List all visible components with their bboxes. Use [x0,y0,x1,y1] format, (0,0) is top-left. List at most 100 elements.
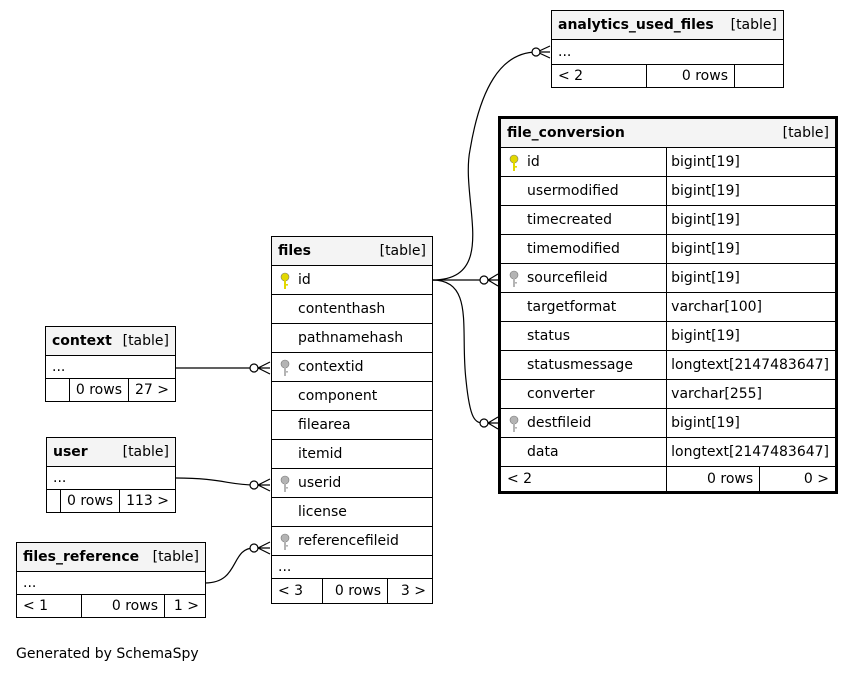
stat-parents[interactable]: < 2 [551,64,647,88]
table-name: file_conversion [507,125,625,141]
stat-children[interactable]: 0 > [759,466,836,492]
edge-files-analytics [431,51,538,281]
stat-parents[interactable] [45,378,70,402]
stat-parents[interactable]: < 1 [16,594,82,618]
stat-children[interactable]: 113 > [119,489,176,513]
column-row[interactable]: usermodified bigint[19] [499,176,836,206]
table-tag: [table] [379,243,426,259]
column-name: usermodified [527,183,619,199]
stat-rows: 0 rows [322,578,388,604]
table-name: user [53,444,88,460]
column-type: longtext[2147483647] [666,350,836,380]
table-name: context [52,333,112,349]
column-row[interactable]: component [271,381,433,411]
edge-end-marker [479,418,489,428]
table-tag: [table] [152,549,199,565]
column-row[interactable]: contextid [271,352,433,382]
column-type: bigint[19] [666,321,836,351]
stat-children[interactable] [734,64,784,88]
column-name: contextid [298,359,364,375]
column-name: filearea [298,417,351,433]
stat-children[interactable]: 27 > [128,378,176,402]
column-type: bigint[19] [666,176,836,206]
column-type: bigint[19] [666,408,836,438]
column-name: status [527,328,571,344]
column-name: component [298,388,378,404]
column-row[interactable]: status bigint[19] [499,321,836,351]
column-type: bigint[19] [666,205,836,235]
table-tag: [table] [122,444,169,460]
edge-end-marker [249,480,259,490]
table-user[interactable]: user [table] ... 0 rows 113 > [46,437,176,513]
column-row[interactable]: timecreated bigint[19] [499,205,836,235]
column-row[interactable]: license [271,497,433,527]
column-type: bigint[19] [666,263,836,293]
stat-parents[interactable]: < 3 [271,578,323,604]
column-type: varchar[255] [666,379,836,409]
edge-end-marker [249,363,259,373]
column-name: itemid [298,446,343,462]
column-name: referencefileid [298,533,399,549]
column-row[interactable]: pathnamehash [271,323,433,353]
column-name: timemodified [527,241,620,257]
stat-rows: 0 rows [68,378,130,402]
column-row[interactable]: contenthash [271,294,433,324]
table-context[interactable]: context [table] ... 0 rows 27 > [45,326,176,402]
stat-rows: 0 rows [81,594,165,618]
column-name: contenthash [298,301,386,317]
column-name: id [298,272,311,288]
column-name: converter [527,386,595,402]
column-name: license [298,504,347,520]
stat-parents[interactable]: < 2 [499,466,668,492]
column-type: bigint[19] [666,234,836,264]
stat-rows: 0 rows [646,64,735,88]
column-row[interactable]: referencefileid [271,526,433,556]
column-row[interactable]: converter varchar[255] [499,379,836,409]
column-type: varchar[100] [666,292,836,322]
edge-user-files [175,477,255,486]
column-name: statusmessage [527,357,633,373]
column-name: timecreated [527,212,612,228]
table-name: analytics_used_files [558,17,714,33]
ellipsis-row: ... [551,39,784,65]
edge-files-destfileid [431,279,485,424]
ellipsis-row: ... [271,555,433,579]
foreign-key-icon [280,475,290,493]
table-name: files_reference [23,549,140,565]
stat-children[interactable]: 1 > [164,594,206,618]
column-row[interactable]: id bigint[19] [499,147,836,177]
table-tag: [table] [730,17,777,33]
ellipsis-row: ... [45,355,176,379]
edge-end-marker [531,47,541,57]
stat-rows: 0 rows [666,466,761,492]
column-row[interactable]: filearea [271,410,433,440]
column-row[interactable]: itemid [271,439,433,469]
edge-filesref-files [204,547,255,584]
column-row[interactable]: timemodified bigint[19] [499,234,836,264]
table-files-reference[interactable]: files_reference [table] ... < 1 0 rows 1… [16,542,206,618]
column-name: targetformat [527,299,617,315]
column-name: id [527,154,540,170]
stat-children[interactable]: 3 > [387,578,433,604]
table-analytics-used-files[interactable]: analytics_used_files [table] ... < 2 0 r… [551,10,784,88]
stat-rows: 0 rows [59,489,121,513]
column-name: destfileid [527,415,592,431]
primary-key-icon [280,272,290,290]
stat-parents[interactable] [46,489,61,513]
column-row[interactable]: statusmessage longtext[2147483647] [499,350,836,380]
column-name: userid [298,475,342,491]
ellipsis-row: ... [16,571,206,595]
column-row[interactable]: userid [271,468,433,498]
column-type: bigint[19] [666,147,836,177]
column-row[interactable]: destfileid bigint[19] [499,408,836,438]
column-name: data [527,444,559,460]
table-tag: [table] [122,333,169,349]
column-row[interactable]: id [271,265,433,295]
table-tag: [table] [782,125,829,141]
column-row[interactable]: targetformat varchar[100] [499,292,836,322]
